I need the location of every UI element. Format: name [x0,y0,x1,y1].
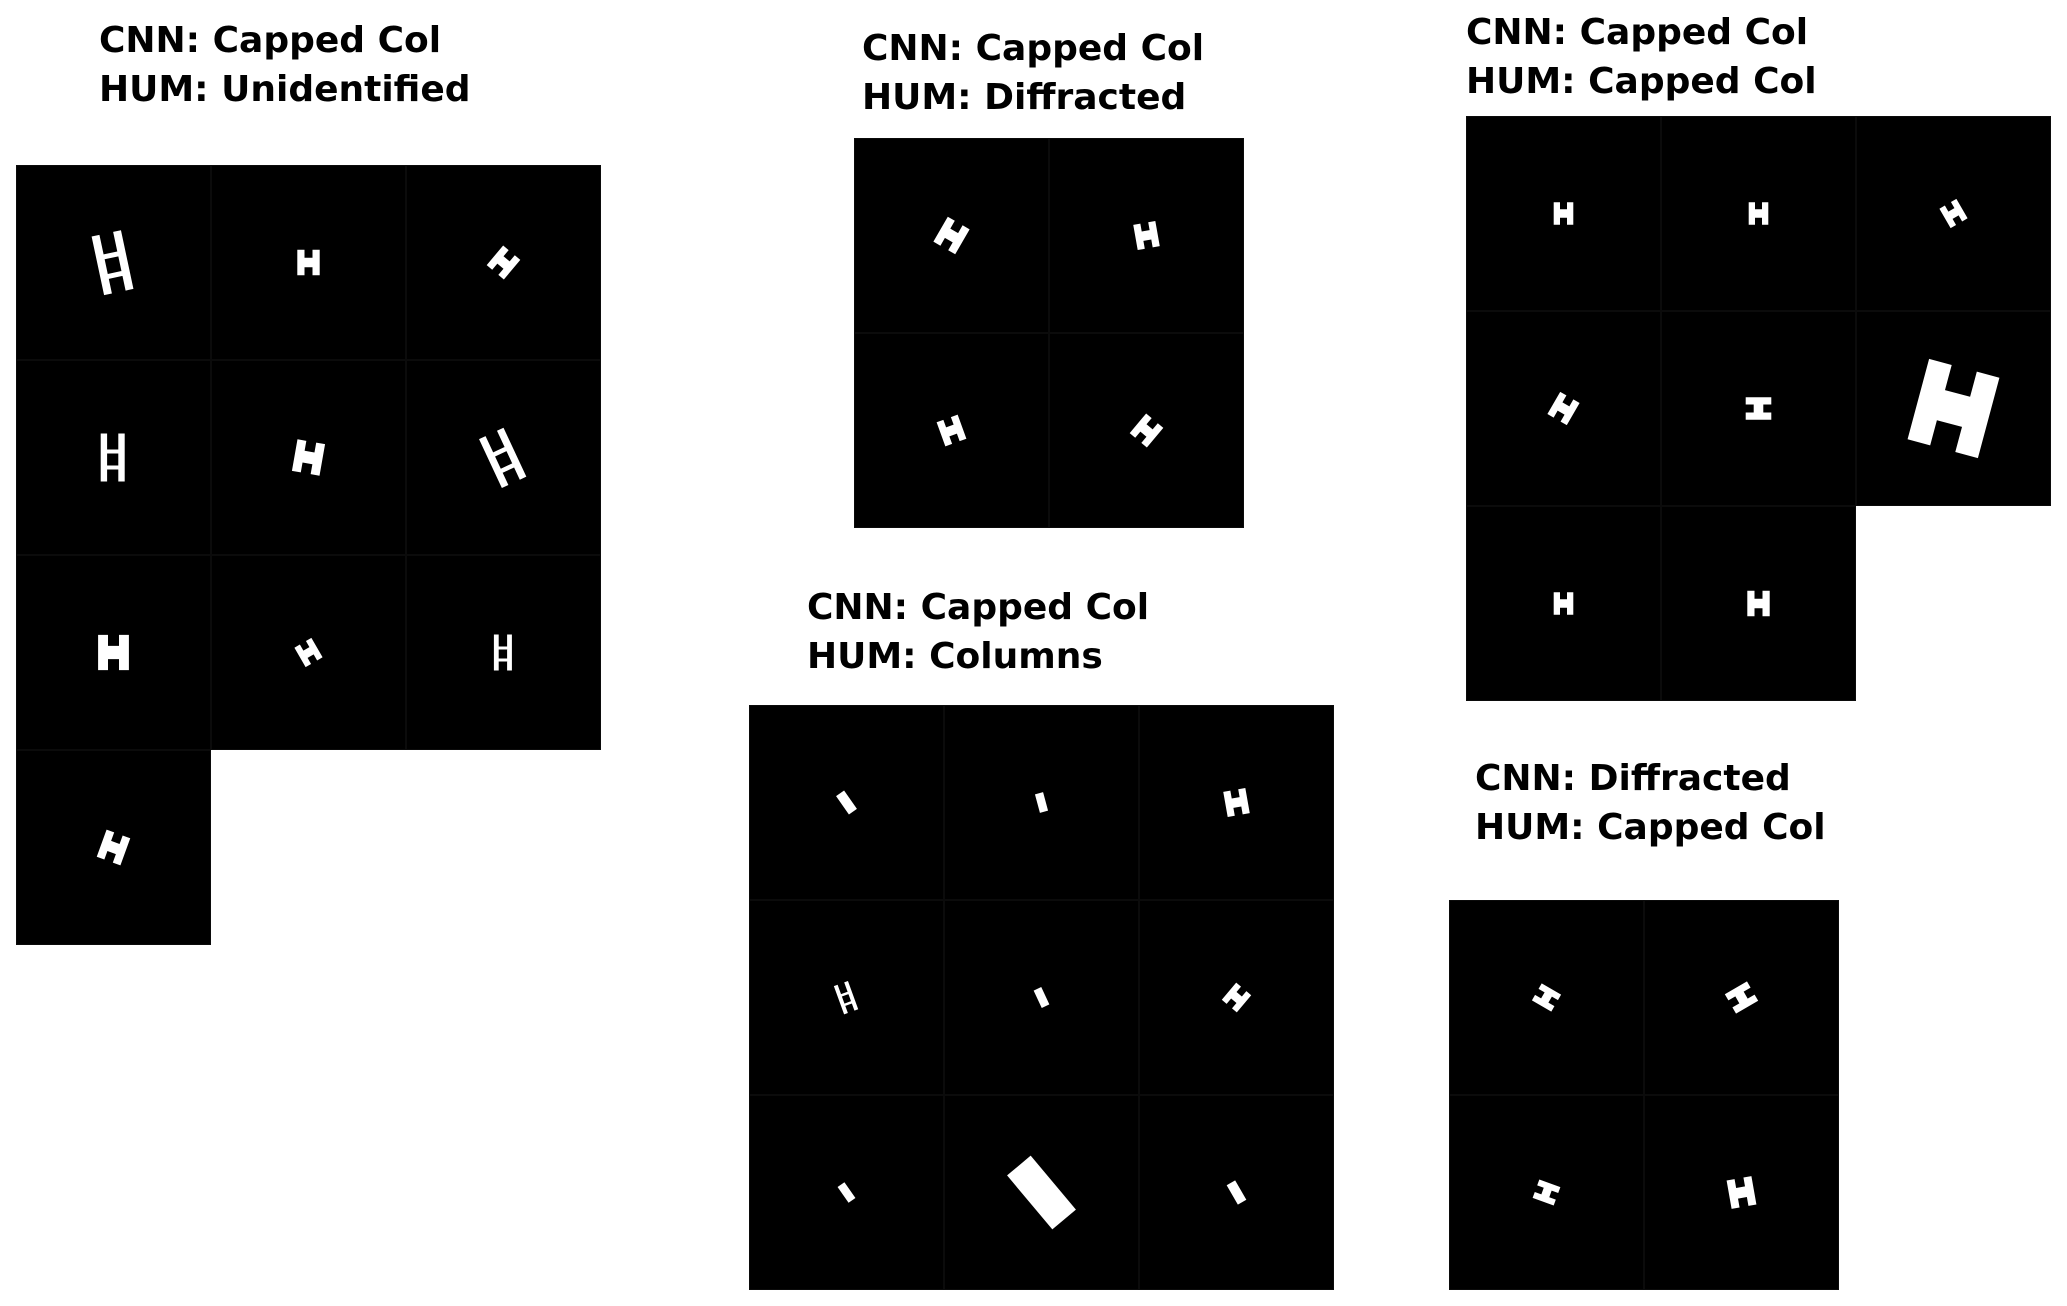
crystal-silhouette [493,634,512,671]
crystal-image [406,165,601,360]
crystal-image [749,1095,944,1290]
crystal-silhouette [1553,592,1574,615]
crystal-silhouette [1223,787,1250,818]
crystal-image [16,165,211,360]
crystal-silhouette [936,414,967,447]
panel-title: CNN: Capped Col HUM: Diffracted [862,24,1204,122]
crystal-silhouette [1034,792,1049,813]
crystal-silhouette [1724,981,1759,1014]
crystal-image [1449,900,1644,1095]
cnn-label: CNN: Capped Col [99,20,442,61]
crystal-silhouette [1033,987,1050,1008]
crystal-silhouette [1726,1176,1757,1209]
crystal-image [854,138,1049,333]
crystal-image [854,333,1049,528]
panel-title: CNN: Diffracted HUM: Capped Col [1475,754,1826,852]
crystal-silhouette [100,433,125,482]
crystal-image [1466,311,1661,506]
panel-title: CNN: Capped Col HUM: Unidentified [99,16,471,114]
crystal-image [1644,900,1839,1095]
cnn-label: CNN: Capped Col [862,28,1205,69]
crystal-image [1856,311,2051,506]
cnn-label: CNN: Diffracted [1475,758,1791,799]
crystal-silhouette [294,637,323,668]
cnn-label: CNN: Capped Col [807,587,1150,628]
hum-label: HUM: Capped Col [1475,807,1826,848]
crystal-silhouette [933,216,970,255]
hum-label: HUM: Columns [807,636,1103,677]
crystal-image [16,555,211,750]
crystal-silhouette [486,245,521,280]
crystal-image [1139,705,1334,900]
crystal-image [16,360,211,555]
crystal-image [211,360,406,555]
crystal-silhouette [1531,983,1562,1012]
crystal-silhouette [836,790,857,815]
crystal-silhouette [1553,202,1574,225]
crystal-silhouette [91,230,134,296]
crystal-silhouette [1939,198,1968,229]
crystal-silhouette [837,1182,856,1203]
crystal-silhouette [1747,590,1770,617]
crystal-image [944,1095,1139,1290]
crystal-image [1049,333,1244,528]
hum-label: HUM: Unidentified [99,69,471,110]
crystal-image [1139,1095,1334,1290]
crystal-silhouette [1133,220,1160,251]
crystal-silhouette [1221,982,1252,1013]
crystal-silhouette [1745,397,1772,420]
crystal-image [406,360,601,555]
crystal-image [1856,116,2051,311]
panel-title: CNN: Capped Col HUM: Capped Col [1466,8,1817,106]
crystal-image [1644,1095,1839,1290]
crystal-image [749,900,944,1095]
crystal-image [1449,1095,1644,1290]
panel-title: CNN: Capped Col HUM: Columns [807,583,1149,681]
crystal-silhouette [1007,1155,1076,1230]
crystal-silhouette [1748,202,1769,225]
cnn-label: CNN: Capped Col [1466,12,1809,53]
crystal-image [1139,900,1334,1095]
crystal-image [1466,116,1661,311]
crystal-silhouette [96,829,131,866]
crystal-image [749,705,944,900]
hum-label: HUM: Capped Col [1466,61,1817,102]
crystal-silhouette [479,427,527,489]
crystal-silhouette [1226,1180,1247,1205]
crystal-image [1466,506,1661,701]
crystal-image [1661,506,1856,701]
crystal-silhouette [1907,358,2000,459]
hum-label: HUM: Diffracted [862,77,1187,118]
crystal-image [1049,138,1244,333]
crystal-silhouette [1532,1179,1561,1206]
crystal-image [1661,116,1856,311]
crystal-image [406,555,601,750]
crystal-silhouette [1129,413,1164,448]
crystal-silhouette [1547,391,1580,426]
crystal-silhouette [297,249,320,276]
crystal-image [211,165,406,360]
crystal-image [211,555,406,750]
crystal-silhouette [291,439,326,476]
crystal-silhouette [98,634,129,671]
crystal-image [16,750,211,945]
crystal-image [1661,311,1856,506]
crystal-image [944,705,1139,900]
crystal-image [944,900,1139,1095]
crystal-silhouette [833,981,859,1015]
